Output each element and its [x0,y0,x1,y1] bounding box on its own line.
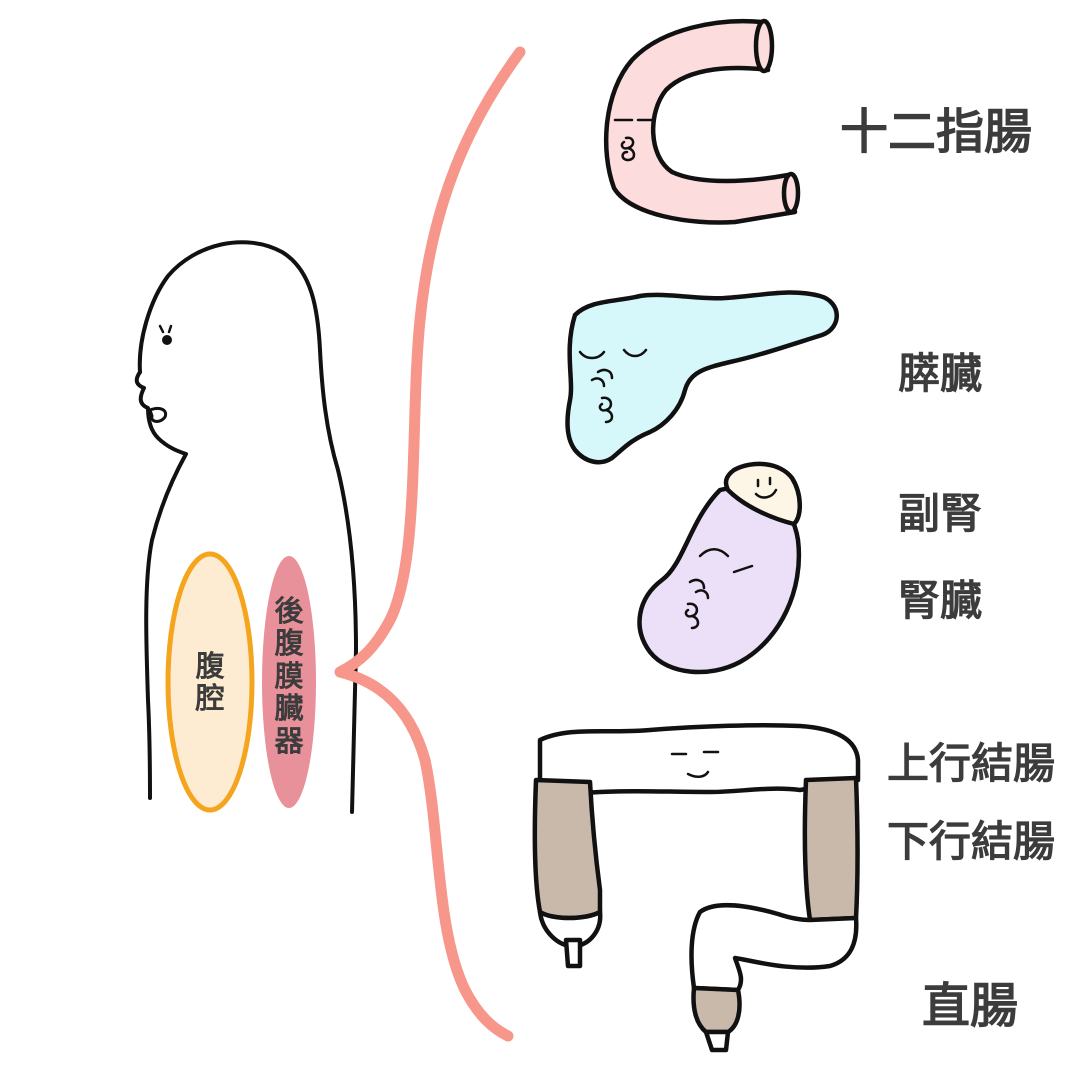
kidney-body [637,485,802,675]
colon-face-icon [670,750,720,778]
rectum-end [703,1029,731,1053]
adrenal-label: 副腎 [898,489,983,538]
pancreas-illustration [565,290,839,465]
retroperitoneal-organs-label: 後腹膜臓器 [274,594,304,758]
kidney-illustration [637,461,802,675]
peritoneal-cavity-oval [165,551,255,813]
duodenum-body [603,18,798,225]
duodenum-face-icon [613,118,654,162]
kidney-face-icon [684,548,754,630]
figure-head-back-outline [137,240,358,814]
transverse-colon [537,722,861,795]
adrenal-body [723,461,802,527]
kidney-label: 腎臓 [898,576,983,625]
figure-eyelash-icon [158,324,173,334]
duodenum-label: 十二指腸 [840,104,1033,160]
pancreas-face-icon [578,348,648,424]
descending-colon-label: 下行結腸 [887,817,1056,866]
sigmoid-colon [689,902,859,993]
retroperitoneal-oval [262,556,316,808]
figure-face-front-outline [134,370,188,800]
duodenum-top-opening [753,18,775,74]
ascending-colon-bottom [537,909,603,949]
adrenal-face-icon [754,476,778,499]
ascending-colon-label: 上行結腸 [887,739,1056,788]
appendix-stub [563,937,583,969]
rectum-label: 直腸 [922,978,1019,1034]
duodenum-bottom-opening [781,171,801,215]
human-figure [134,240,358,814]
ascending-colon [532,777,603,921]
figure-mouth-icon [148,406,168,423]
figure-eye-icon [162,335,172,345]
rectum [691,985,742,1035]
pancreas-label: 膵臓 [898,349,983,398]
descending-colon [802,775,860,923]
duodenum-illustration [603,18,801,225]
peritoneal-cavity-label: 腹腔 [195,649,225,716]
pink-brace-icon [334,46,526,1042]
colon-illustration [532,722,861,1053]
pancreas-body [565,290,839,465]
